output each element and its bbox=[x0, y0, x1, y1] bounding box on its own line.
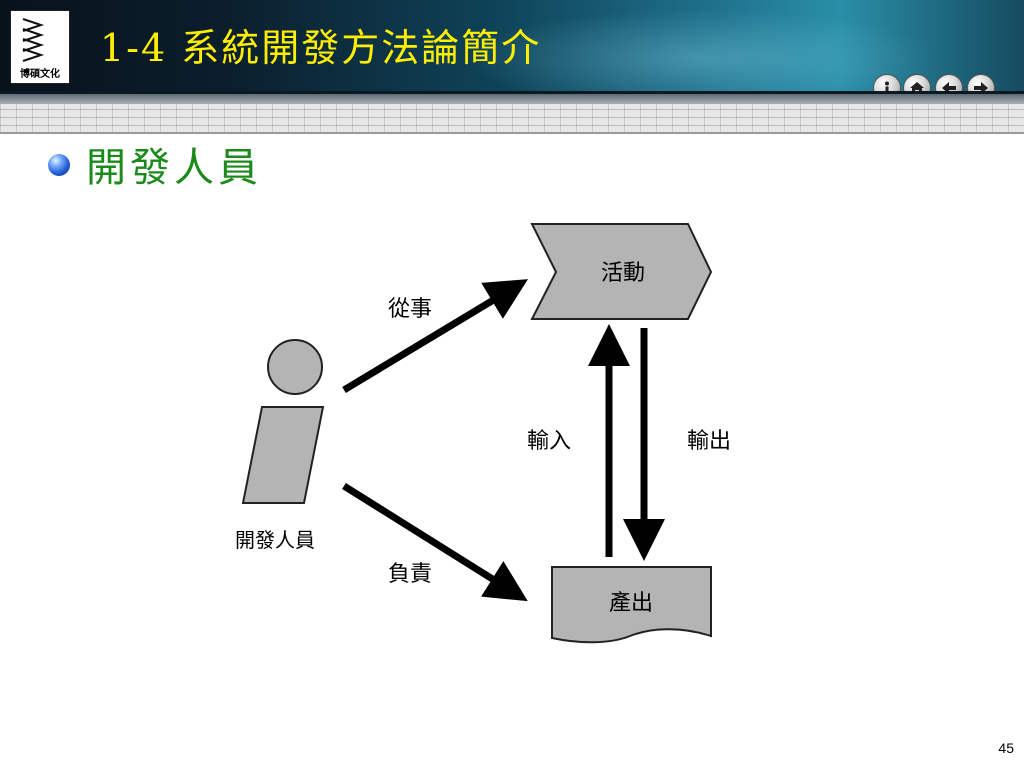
developer-activity-diagram: 活動 產出 開發人員 從事 負責 輸入 輸出 bbox=[235, 223, 731, 644]
slide-heading: 開發人員 bbox=[86, 145, 262, 191]
decorative-grid-band bbox=[0, 94, 1024, 134]
logo-text: 博碩文化 bbox=[20, 69, 60, 80]
output-flow-label: 輸出 bbox=[687, 429, 731, 454]
engage-label: 從事 bbox=[388, 297, 432, 322]
bullet-icon bbox=[48, 154, 70, 176]
grid-band-topbar bbox=[0, 94, 1024, 104]
info-icon[interactable] bbox=[873, 74, 901, 94]
developer-head bbox=[267, 339, 323, 395]
slide-title: 1-4 系統開發方法論簡介 bbox=[100, 26, 542, 70]
header-banner: 博碩文化 1-4 系統開發方法論簡介 bbox=[0, 0, 1024, 94]
output-shape bbox=[551, 566, 712, 644]
header-divider bbox=[0, 91, 1024, 94]
forward-icon[interactable] bbox=[967, 74, 995, 94]
header-shine bbox=[0, 0, 1024, 94]
developer-label: 開發人員 bbox=[235, 528, 315, 552]
activity-shape bbox=[530, 223, 713, 320]
activity-label: 活動 bbox=[601, 261, 645, 286]
logo-mark-icon bbox=[22, 18, 45, 62]
output-label: 產出 bbox=[609, 591, 653, 616]
input-label: 輸入 bbox=[527, 429, 571, 454]
engage-arrow bbox=[342, 279, 528, 393]
page-number: 45 bbox=[998, 740, 1014, 756]
responsible-arrow bbox=[342, 483, 528, 602]
developer-body bbox=[241, 406, 325, 504]
publisher-logo: 博碩文化 bbox=[10, 10, 70, 84]
responsible-label: 負責 bbox=[388, 562, 432, 587]
